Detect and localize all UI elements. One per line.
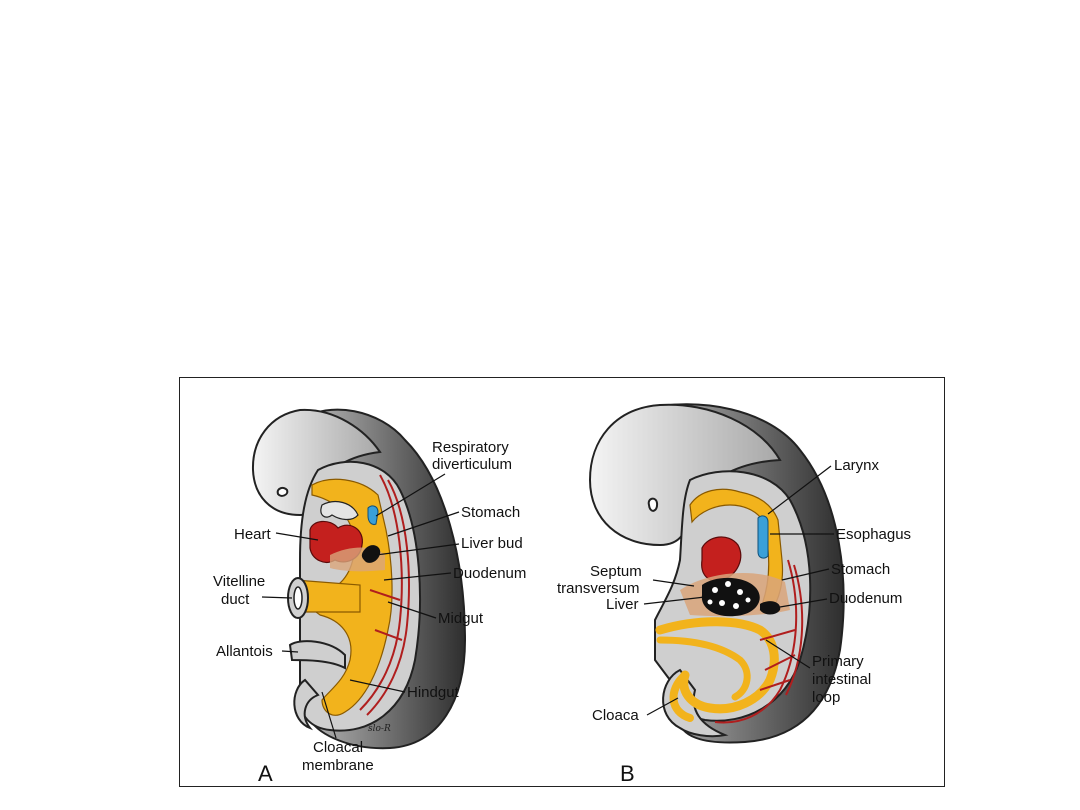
leader-liver xyxy=(643,596,706,605)
panel-b-intestinal-loop-inner xyxy=(656,636,751,701)
label-vitelline-line2: duct xyxy=(221,591,250,608)
label-duodenum-a: Duodenum xyxy=(453,565,526,582)
panel-a-eye xyxy=(276,486,289,497)
label-respiratory-line2: diverticulum xyxy=(432,456,512,473)
leader-vitelline xyxy=(261,596,293,599)
leader-cloaca xyxy=(646,697,679,716)
leader-duodenum-b xyxy=(779,598,828,608)
leader-allantois xyxy=(281,650,299,653)
leader-stomach-a xyxy=(387,511,460,537)
label-primary-line2: intestinal xyxy=(812,671,871,688)
label-vitelline-line1: Vitelline xyxy=(213,573,265,590)
label-liver: Liver xyxy=(606,596,639,613)
panel-a-liver-bud xyxy=(361,545,381,563)
panel-b-intestinal-loop xyxy=(655,617,779,714)
panel-a-respiratory xyxy=(367,505,379,525)
label-liver-bud: Liver bud xyxy=(461,535,523,552)
label-midgut: Midgut xyxy=(438,610,484,627)
label-cloaca: Cloaca xyxy=(592,707,639,724)
label-septum-line1: Septum xyxy=(590,563,642,580)
label-stomach-a: Stomach xyxy=(461,504,520,521)
label-septum-line2: transversum xyxy=(557,580,640,597)
panel-b-liver xyxy=(701,577,760,617)
label-esophagus: Esophagus xyxy=(836,526,911,543)
leader-liver-bud xyxy=(375,543,460,556)
panel-a-letter: A xyxy=(258,761,273,786)
panel-a-vitelline-lumen xyxy=(293,586,303,610)
panel-b-eye xyxy=(647,497,659,512)
label-cloacal-line2: membrane xyxy=(302,757,374,774)
panel-a-vessel-branch xyxy=(369,589,403,641)
label-primary-line3: loop xyxy=(812,689,840,706)
leader-heart xyxy=(275,532,319,541)
panel-a-embryo: slo-R xyxy=(251,408,467,750)
panel-b-labels: Larynx Esophagus Septum transversum Stom… xyxy=(557,457,911,786)
leader-respiratory xyxy=(375,473,446,517)
panel-b-vessel-branches xyxy=(759,629,796,691)
panel-b-aorta xyxy=(714,559,798,724)
leader-primary-loop xyxy=(765,639,811,669)
label-larynx: Larynx xyxy=(834,457,880,474)
label-duodenum-b: Duodenum xyxy=(829,590,902,607)
label-primary-line1: Primary xyxy=(812,653,864,670)
panel-b-heart xyxy=(701,536,742,582)
panel-a-pericardium xyxy=(320,501,359,521)
leader-duodenum-a xyxy=(383,572,452,581)
panel-b-duodenum xyxy=(760,601,781,615)
panel-b-trachea xyxy=(757,515,769,559)
leader-hindgut xyxy=(349,679,406,693)
leader-stomach-b xyxy=(781,568,830,581)
panel-a-signature: slo-R xyxy=(368,724,391,734)
leader-septum xyxy=(652,579,695,587)
leader-midgut xyxy=(387,601,437,619)
panel-a-allantois xyxy=(288,640,346,670)
label-respiratory-line1: Respiratory xyxy=(432,439,509,456)
panel-a-vessel-2 xyxy=(366,479,410,716)
label-cloacal-line1: Cloacal xyxy=(313,739,363,756)
label-hindgut: Hindgut xyxy=(407,684,460,701)
leader-larynx xyxy=(767,465,832,515)
panel-b-letter: B xyxy=(620,761,635,786)
leader-cloacal xyxy=(321,691,337,739)
label-heart: Heart xyxy=(234,526,272,543)
panel-b-vessel-2 xyxy=(785,564,804,696)
label-allantois: Allantois xyxy=(216,643,273,660)
panel-a-labels: Respiratory diverticulum Stomach Heart L… xyxy=(213,439,526,786)
label-stomach-b: Stomach xyxy=(831,561,890,578)
panel-a-tail xyxy=(293,678,320,731)
